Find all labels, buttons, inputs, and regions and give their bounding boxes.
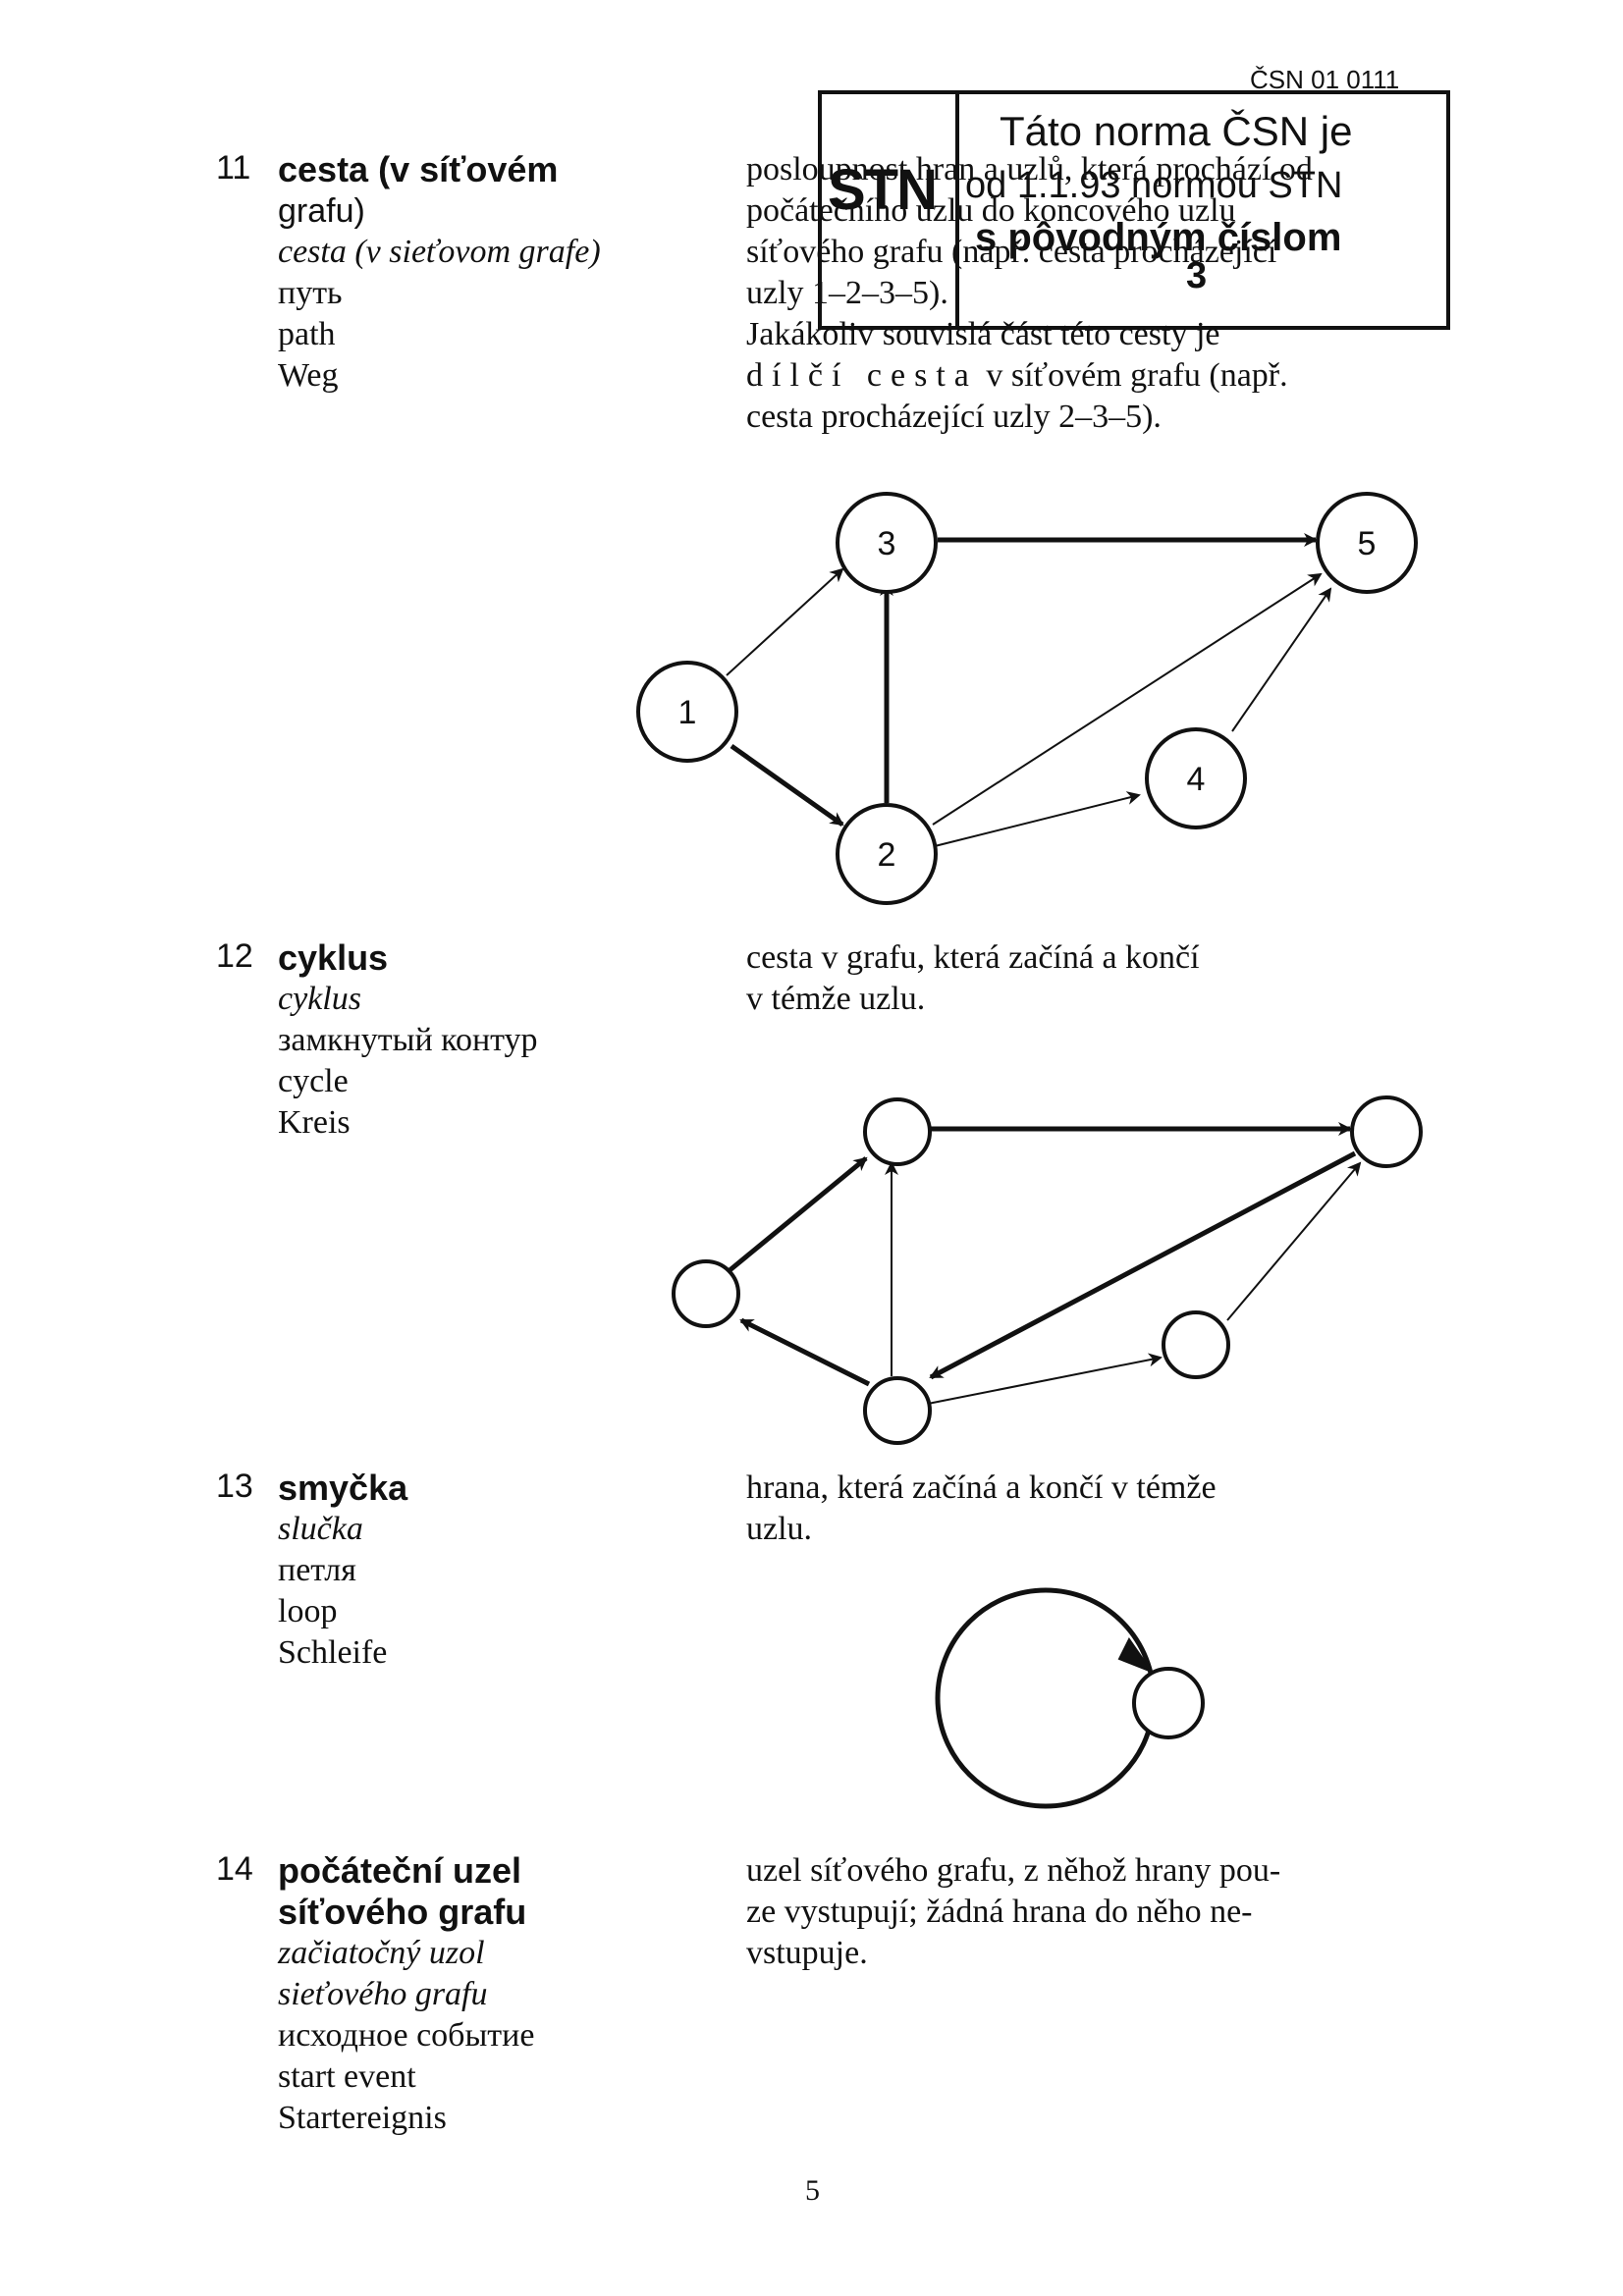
node-label-1: 1 <box>678 694 697 731</box>
node-3 <box>836 492 938 594</box>
loop-node <box>1132 1667 1205 1739</box>
stamp-header: ČSN 01 0111 <box>1250 65 1400 94</box>
term-block: smyčka slučka петля loop Schleife <box>278 1468 730 1674</box>
stamp-line-3: s pôvodným číslom <box>975 216 1342 259</box>
diagram-cycle <box>672 1095 1423 1445</box>
term-english: cycle <box>278 1063 349 1099</box>
loop-arrowhead <box>1117 1637 1155 1675</box>
node-4 <box>1145 727 1247 829</box>
def-line: v témže uzlu. <box>746 981 926 1017</box>
stamp-line-2: od 1.1.93 normou STN <box>965 165 1343 206</box>
node-label-3: 3 <box>878 525 896 562</box>
term-english: start event <box>278 2058 416 2095</box>
term-russian: петля <box>278 1552 356 1588</box>
term-english: path <box>278 316 336 352</box>
term-german: Kreis <box>278 1104 351 1141</box>
edge-d-b <box>1226 1161 1362 1321</box>
stamp-divider <box>955 90 959 326</box>
edge-2-4 <box>934 791 1141 847</box>
term-block: cesta (v síťovém grafu) cesta (v sieťovo… <box>278 149 730 397</box>
definition: posloupnost hran a uzlů, která prochází … <box>746 149 1448 438</box>
entry-number: 13 <box>216 1468 253 1505</box>
term-cesta: cesta (v síťovém <box>278 149 559 189</box>
term-english: loop <box>278 1593 338 1629</box>
stamp-line-4: 3 <box>1186 255 1208 296</box>
node-1 <box>636 661 738 763</box>
term-slovak: cesta (v sieťovom grafe) <box>278 234 601 270</box>
term-pocatecni-uzel-cont: síťového grafu <box>278 1892 527 1932</box>
edge-e-d <box>927 1353 1163 1405</box>
term-slovak: slučka <box>278 1511 363 1547</box>
term-slovak: cyklus <box>278 981 361 1017</box>
term-german: Startereignis <box>278 2100 447 2136</box>
def-line: uzel síťového grafu, z něhož hrany pou- <box>746 1852 1281 1889</box>
def-line: ze vystupují; žádná hrana do něho ne- <box>746 1894 1253 1930</box>
edge-1-3 <box>726 567 844 676</box>
node-b <box>1350 1095 1423 1168</box>
edge-e-c <box>739 1317 871 1387</box>
def-line: uzlu. <box>746 1511 813 1547</box>
term-slovak: začiatočný uzol <box>278 1935 485 1971</box>
definition: cesta v grafu, která začíná a končí v té… <box>746 937 1448 1020</box>
term-cyklus: cyklus <box>278 937 389 978</box>
node-label-5: 5 <box>1358 525 1377 562</box>
edge-c-a <box>727 1156 868 1273</box>
node-5 <box>1316 492 1418 594</box>
edge-2-5 <box>932 572 1323 826</box>
def-line: posloupnost hran a uzlů, která prochází … <box>746 151 1313 187</box>
term-german: Schleife <box>278 1634 388 1671</box>
def-line: počátečního uzlu do koncového uzlu <box>746 192 1236 229</box>
def-line: cesta v grafu, která začíná a končí <box>746 939 1200 976</box>
node-a <box>863 1097 932 1166</box>
term-dilci-cesta: dílčí cesta <box>746 357 978 394</box>
entry-number: 12 <box>216 937 253 975</box>
definition: uzel síťového grafu, z něhož hrany pou- … <box>746 1850 1448 1974</box>
def-line: vstupuje. <box>746 1935 868 1971</box>
page-number: 5 <box>805 2174 820 2207</box>
edge-4-5 <box>1231 587 1332 732</box>
stamp-line-1: Táto norma ČSN je <box>1000 108 1353 154</box>
node-e <box>863 1376 932 1445</box>
loop-edge <box>935 1587 1157 1809</box>
term-block: počáteční uzel síťového grafu začiatočný… <box>278 1850 730 2139</box>
term-russian: замкнутый контур <box>278 1022 538 1058</box>
entry-number: 14 <box>216 1850 253 1888</box>
def-line: síťového grafu (např. cesta procházející <box>746 234 1277 270</box>
def-line: cesta procházející uzly 2–3–5). <box>746 399 1162 435</box>
stamp-border <box>818 90 1450 330</box>
term-russian: путь <box>278 275 343 311</box>
stamp: ČSN 01 0111 STN Táto norma ČSN je od 1.1… <box>818 65 1450 330</box>
term-cesta-cont: grafu) <box>278 192 365 230</box>
term-german: Weg <box>278 357 339 394</box>
stamp-logo: STN <box>828 158 938 222</box>
term-smycka: smyčka <box>278 1468 408 1508</box>
term-slovak-cont: sieťového grafu <box>278 1976 488 2012</box>
diagram-path: 1 2 3 4 5 <box>636 492 1418 905</box>
def-line: hrana, která začíná a končí v témže <box>746 1469 1217 1506</box>
term-russian: исходное событие <box>278 2017 535 2054</box>
def-line-cont: v síťovém grafu (např. <box>986 357 1288 394</box>
term-block: cyklus cyklus замкнутый контур cycle Kre… <box>278 937 730 1144</box>
edge-1-2 <box>730 743 844 828</box>
entry-number: 11 <box>216 149 251 187</box>
def-line: dílčí cesta v síťovém grafu (např. <box>746 355 1448 397</box>
node-c <box>672 1259 740 1328</box>
edge-b-e <box>929 1150 1357 1380</box>
diagram-loop <box>935 1587 1205 1809</box>
node-d <box>1162 1310 1230 1379</box>
definition: hrana, která začíná a končí v témže uzlu… <box>746 1468 1448 1550</box>
node-label-4: 4 <box>1187 761 1206 798</box>
def-line: uzly 1–2–3–5). <box>746 275 948 311</box>
node-2 <box>836 803 938 905</box>
term-pocatecni-uzel: počáteční uzel <box>278 1850 522 1891</box>
node-label-2: 2 <box>878 836 896 874</box>
def-line: Jakákoliv souvislá část této cesty je <box>746 316 1220 352</box>
